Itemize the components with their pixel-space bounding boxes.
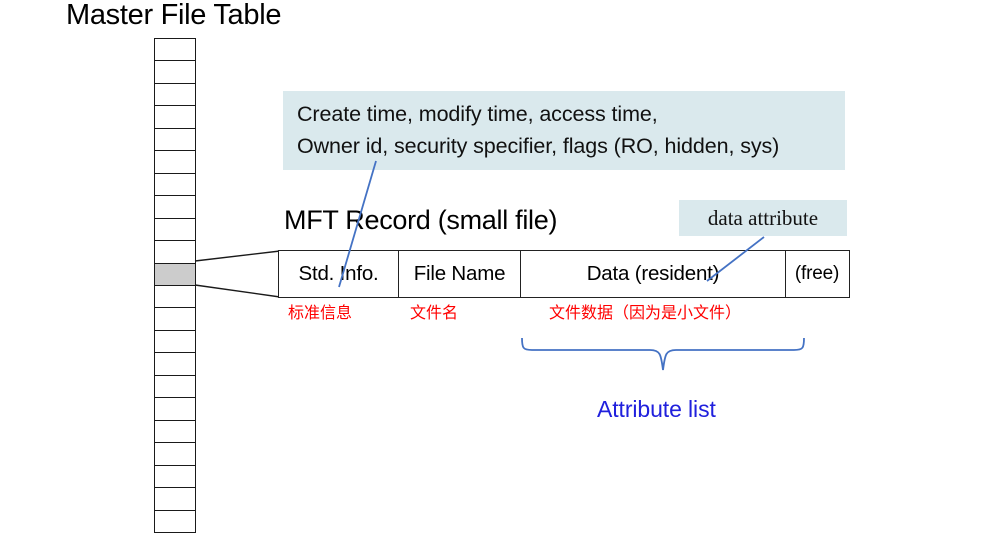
record-cell-data-resident[interactable]: Data (resident) [521,251,786,297]
annotation-file-name-cn: 文件名 [410,303,459,322]
mft-cell[interactable] [155,218,195,242]
attribute-list-brace [521,337,805,371]
mft-cell[interactable] [155,420,195,444]
mft-cell[interactable] [155,443,195,466]
mft-cell[interactable] [155,330,195,354]
mft-cell[interactable] [155,488,195,511]
mft-cell[interactable] [155,196,195,219]
mft-cell-selected[interactable] [155,263,195,286]
mft-cell[interactable] [155,375,195,399]
mft-cell[interactable] [155,241,195,264]
mft-cell[interactable] [155,151,195,174]
page-title: Master File Table [66,0,282,31]
mft-cell[interactable] [155,173,195,197]
master-file-table-column [154,38,196,533]
std-info-callout-line-1: Create time, modify time, access time, [297,102,658,126]
mft-cell[interactable] [155,61,195,84]
attribute-list-label: Attribute list [597,396,716,422]
mft-record-heading: MFT Record (small file) [284,205,558,235]
annotation-data-resident-cn: 文件数据（因为是小文件） [549,303,742,322]
std-info-callout-line-2: Owner id, security specifier, flags (RO,… [297,134,780,158]
mft-record-row: Std. Info. File Name Data (resident) (fr… [278,250,850,298]
mft-cell[interactable] [155,465,195,489]
data-attribute-label: data attribute [707,206,819,230]
mft-cell[interactable] [155,106,195,129]
mft-cell[interactable] [155,308,195,331]
mft-cell[interactable] [155,398,195,421]
record-cell-free[interactable]: (free) [794,263,840,284]
record-cell-std-info[interactable]: Std. Info. [279,251,399,297]
record-cell-file-name[interactable]: File Name [399,251,521,297]
mft-cell[interactable] [155,285,195,309]
mft-cell[interactable] [155,83,195,107]
std-info-callout-box: Create time, modify time, access time, O… [283,91,845,170]
data-attribute-callout-box: data attribute [679,200,847,236]
mft-cell[interactable] [155,128,195,152]
zoom-connector-lines [194,250,281,298]
annotation-std-info-cn: 标准信息 [288,303,353,322]
mft-cell[interactable] [155,510,195,532]
mft-cell[interactable] [155,353,195,376]
mft-cell[interactable] [155,39,195,62]
